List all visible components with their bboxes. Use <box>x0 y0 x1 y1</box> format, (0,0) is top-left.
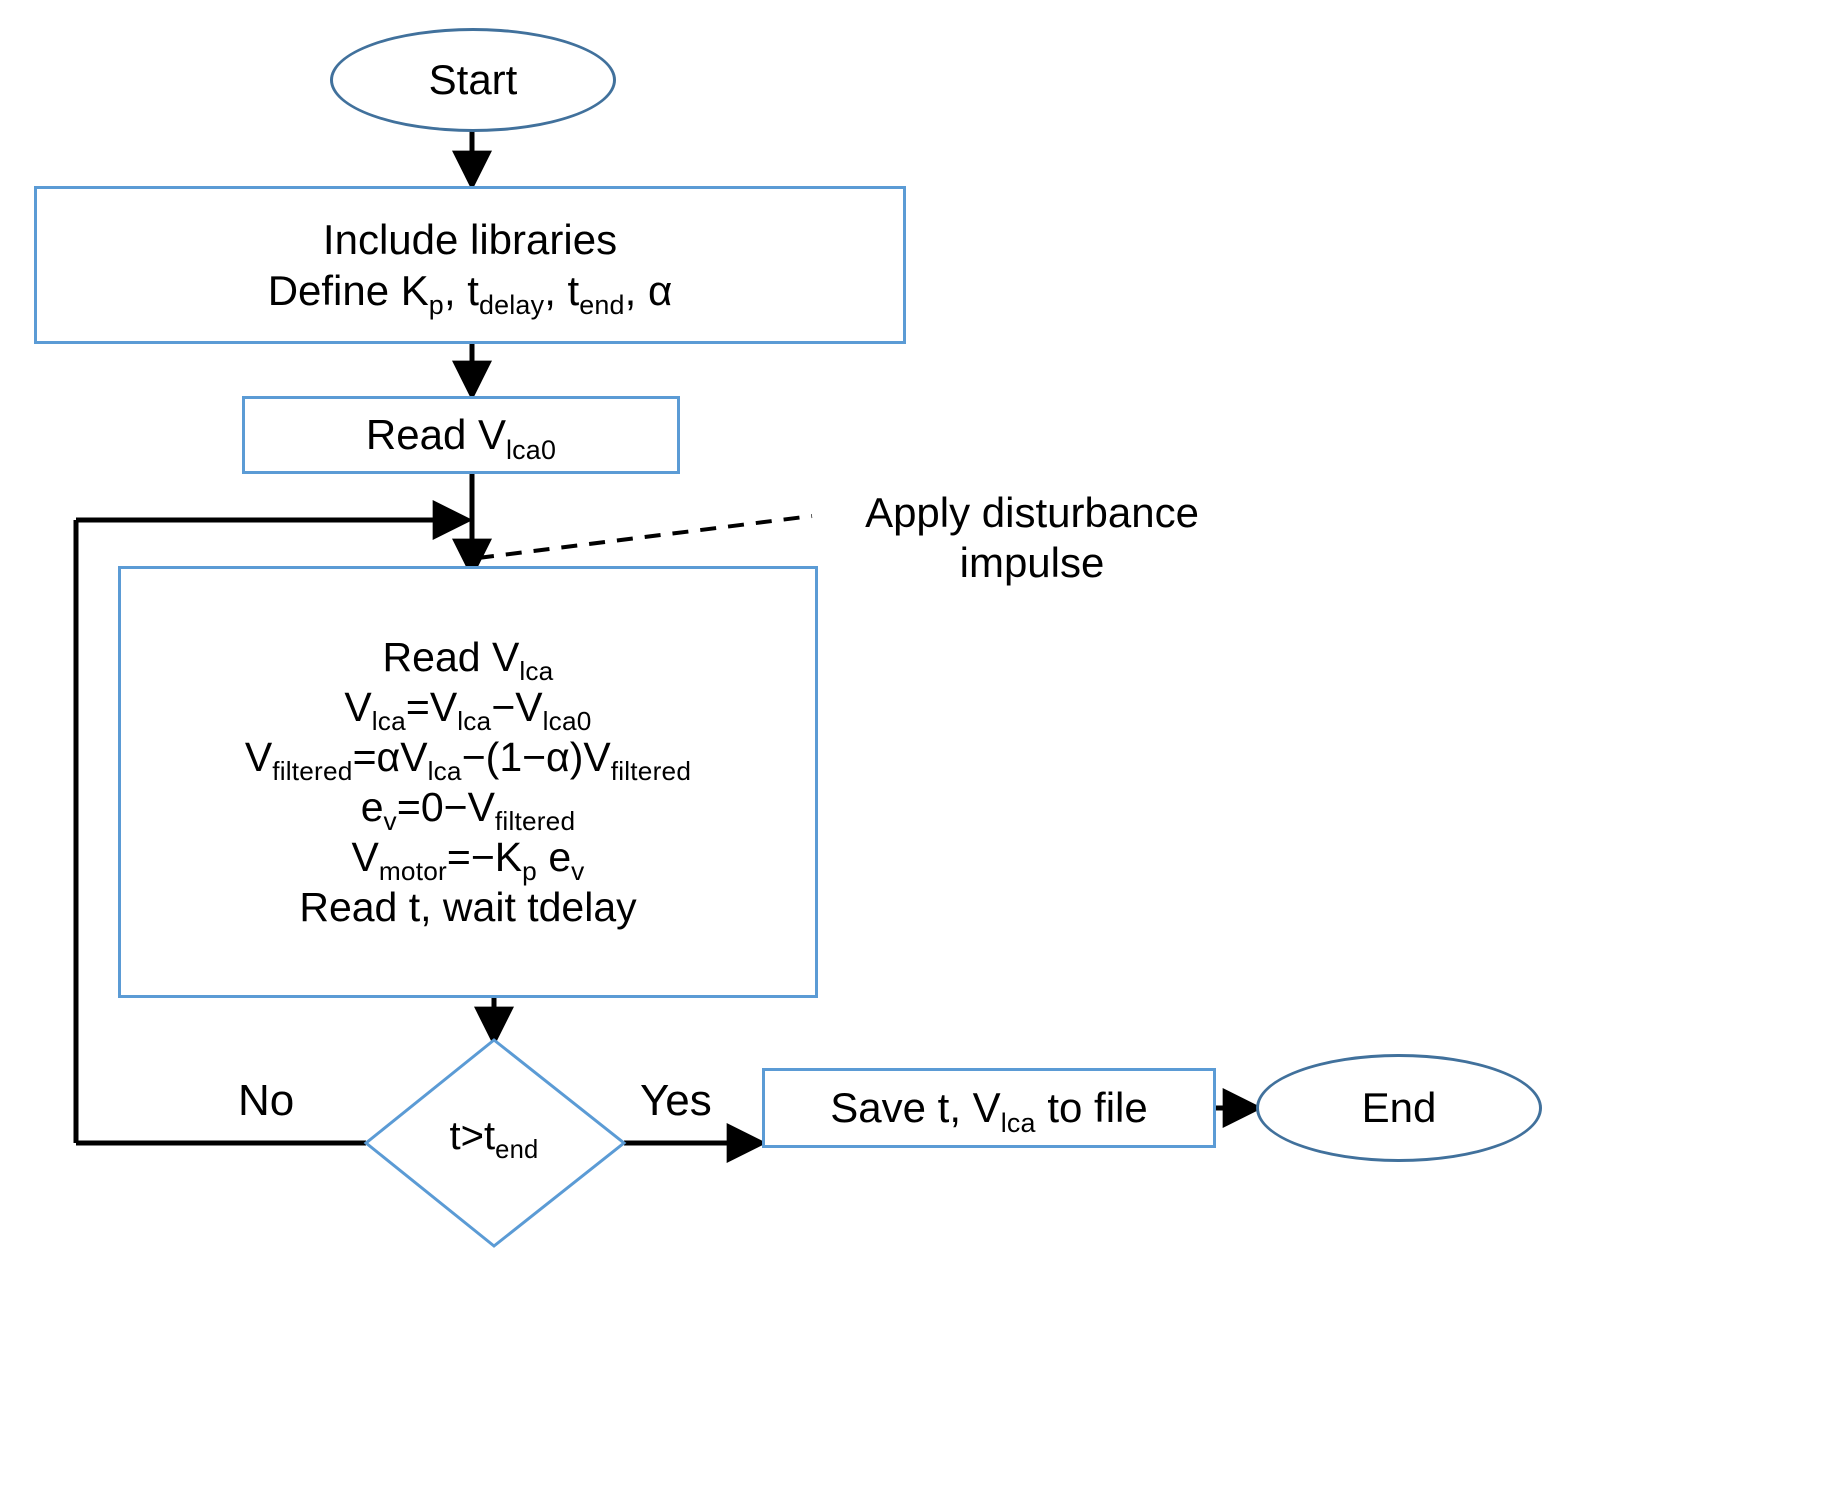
node-save-label: Save t, Vlca to file <box>830 1084 1148 1138</box>
annotation-apply-disturbance: Apply disturbance impulse <box>812 488 1252 587</box>
node-include-line-1: Include libraries <box>322 215 618 263</box>
node-end[interactable]: End <box>1256 1054 1542 1162</box>
edge-label-no: No <box>238 1076 295 1125</box>
node-loop-line-2: Vlca=Vlca−Vlca0 <box>344 683 592 736</box>
node-decision-label[interactable]: t>tend <box>449 1114 539 1164</box>
node-start-label: Start <box>428 56 518 104</box>
node-start[interactable]: Start <box>330 28 616 132</box>
node-save-to-file[interactable]: Save t, Vlca to file <box>762 1068 1216 1148</box>
edge-disturbance-dashed <box>477 514 813 560</box>
node-loop-line-4: ev=0−Vfiltered <box>360 784 576 836</box>
node-loop-line-5: Vmotor=−Kp ev <box>351 834 585 886</box>
node-loop-body[interactable]: Read Vlca Vlca=Vlca−Vlca0 Vfiltered=αVlc… <box>118 566 818 998</box>
annotation-line-2: impulse <box>959 538 1105 586</box>
edge-label-yes: Yes <box>640 1076 712 1125</box>
node-read-vlca0[interactable]: Read Vlca0 <box>242 396 680 474</box>
node-loop-line-6: Read t, wait tdelay <box>299 884 637 931</box>
node-loop-line-1: Read Vlca <box>382 633 554 686</box>
node-loop-line-3: Vfiltered=αVlca−(1−α)Vfiltered <box>244 733 692 786</box>
node-read-vlca0-label: Read Vlca0 <box>365 411 557 465</box>
node-include-libraries[interactable]: Include libraries Define Kp, tdelay, ten… <box>34 186 906 344</box>
annotation-line-1: Apply disturbance <box>865 489 1199 536</box>
node-end-label: End <box>1361 1084 1437 1132</box>
node-include-line-2: Define Kp, tdelay, tend, α <box>267 267 673 321</box>
